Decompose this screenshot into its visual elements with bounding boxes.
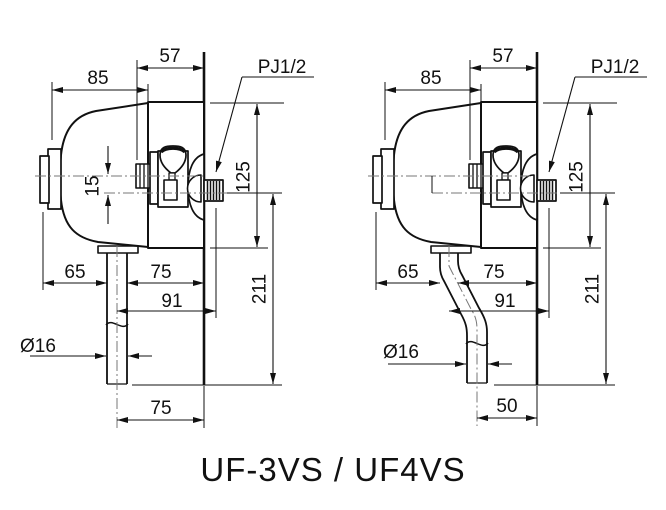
thread-leader-line [215, 76, 243, 173]
left-view: 57 85 PJ1/2 125 15 65 75 91 211 Ø16 75 [20, 46, 314, 428]
thread-size-label: PJ1/2 [591, 57, 640, 78]
pipe-diameter-label: Ø16 [20, 336, 56, 357]
drawing-title: UF-3VS / UF4VS [200, 451, 465, 488]
thread-leader-line [548, 76, 576, 173]
dim-57-label: 57 [159, 46, 180, 67]
dim-125-label: 125 [234, 161, 255, 193]
thread-size-label: PJ1/2 [258, 57, 307, 78]
dim-91-label: 91 [494, 291, 515, 312]
dim-15-label: 15 [83, 175, 104, 196]
pipe-diameter-label: Ø16 [383, 342, 419, 363]
straight-pipe [105, 253, 129, 385]
dim-211-label: 211 [250, 274, 271, 304]
dim-91-label: 91 [161, 291, 182, 312]
right-view: 57 85 PJ1/2 125 65 75 91 211 Ø16 50 [368, 46, 647, 426]
pipe-centerline [448, 246, 478, 426]
dim-bottom-75-label: 75 [150, 398, 171, 419]
dim-85-label: 85 [420, 68, 441, 89]
dim-85-label: 85 [87, 68, 108, 89]
dim-125-label: 125 [567, 161, 588, 193]
dim-211-label: 211 [583, 274, 604, 304]
dim-75-label: 75 [150, 262, 171, 283]
dim-65-label: 65 [397, 262, 418, 283]
dim-bottom-50-label: 50 [496, 396, 517, 417]
dim-57-label: 57 [492, 46, 513, 67]
dim-75-label: 75 [483, 262, 504, 283]
offset-pipe [439, 246, 489, 426]
dim-65-label: 65 [64, 262, 85, 283]
